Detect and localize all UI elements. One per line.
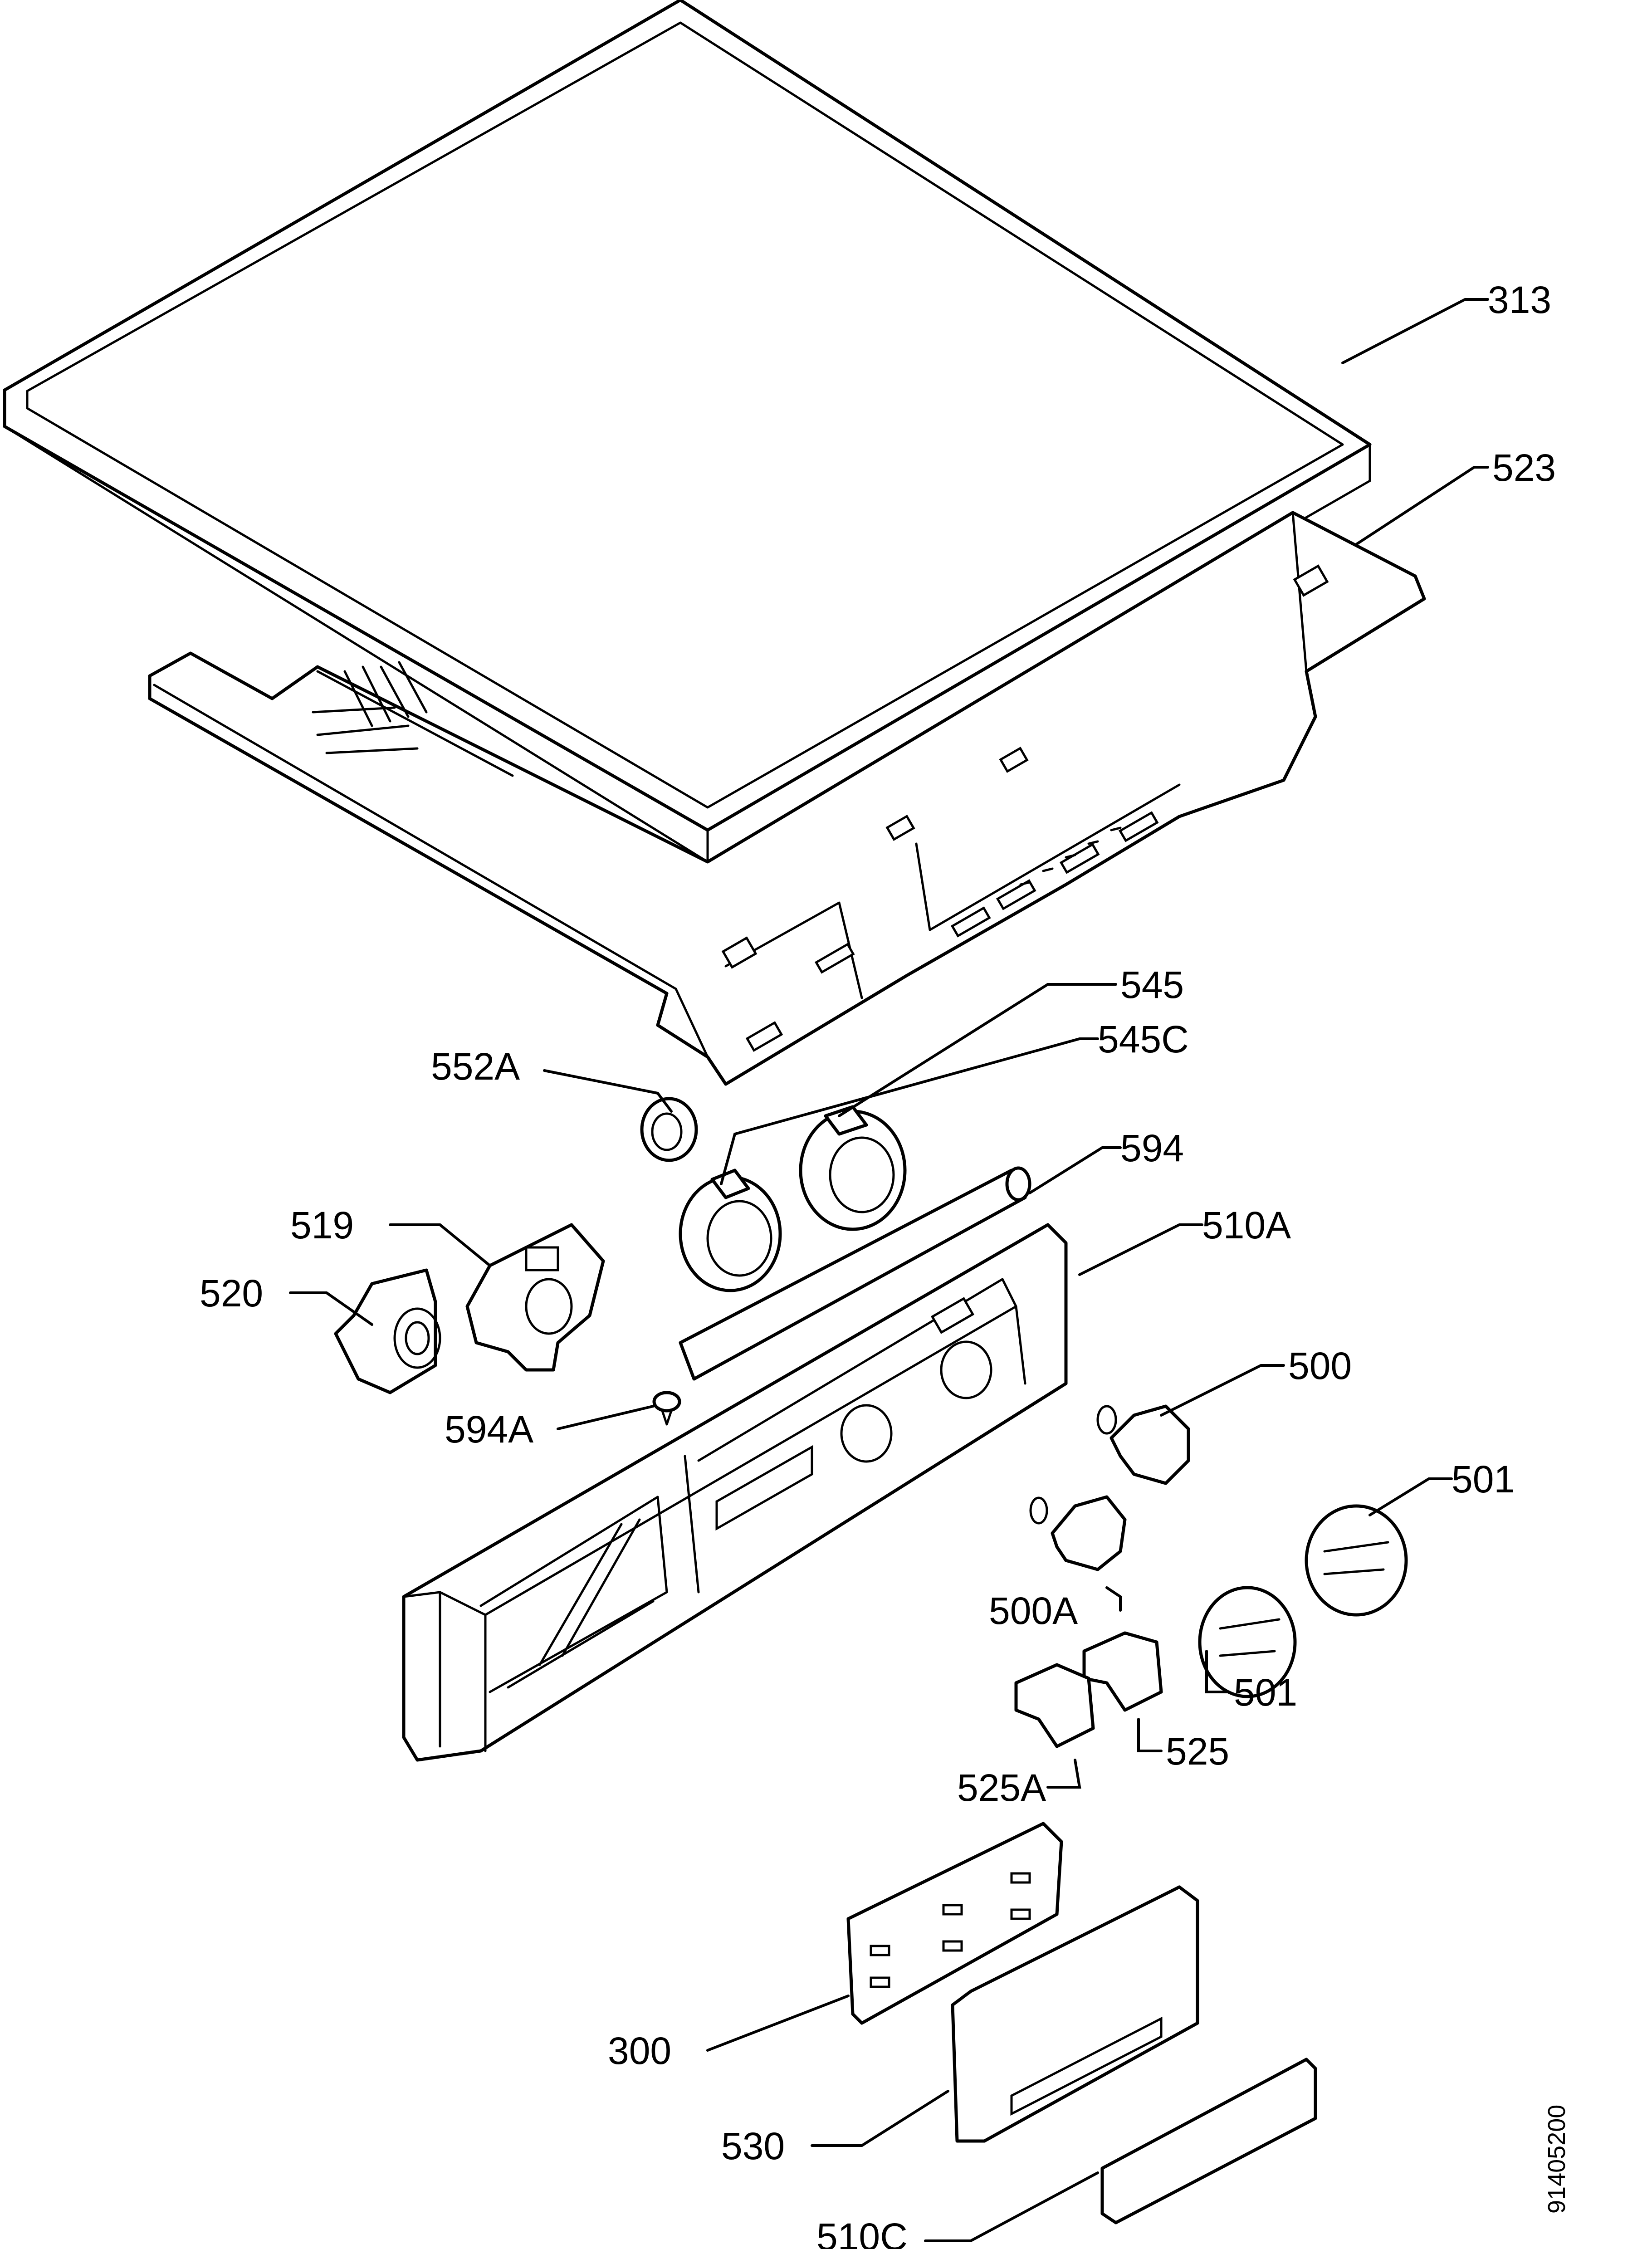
label-525A: 525A <box>957 1766 1046 1809</box>
part-500-knob-insert <box>1096 1404 1190 1485</box>
part-523-frame <box>148 511 1426 1086</box>
part-500A-knob-insert <box>1029 1495 1127 1571</box>
label-510A: 510A <box>1202 1204 1291 1247</box>
label-300: 300 <box>608 2029 671 2072</box>
part-520-selector <box>334 1268 441 1394</box>
part-530-handle <box>951 1885 1199 2143</box>
part-labels: 313 523 545 545C 552A 594 519 510A 520 5… <box>200 279 1570 2249</box>
label-594A: 594A <box>445 1408 533 1451</box>
label-523: 523 <box>1492 446 1556 489</box>
part-525A-button <box>1014 1663 1095 1748</box>
drawing-number: 91405200 <box>1543 2105 1570 2214</box>
part-510A-control-panel <box>402 1223 1068 1762</box>
label-530: 530 <box>721 2125 785 2167</box>
leader-lines <box>289 298 1489 2242</box>
label-594: 594 <box>1120 1127 1184 1169</box>
part-594A-screw <box>652 1391 681 1426</box>
part-519-selector <box>465 1223 605 1372</box>
part-501-knob-cap-upper <box>1305 1504 1408 1617</box>
label-510C: 510C <box>816 2215 908 2249</box>
label-500: 500 <box>1288 1345 1352 1387</box>
part-525-button <box>1082 1631 1163 1712</box>
part-510C-cover <box>1100 2058 1317 2225</box>
part-545C-knob-ring <box>799 1105 907 1231</box>
label-545: 545 <box>1120 963 1184 1006</box>
label-313: 313 <box>1488 279 1551 321</box>
label-501-lower: 501 <box>1234 1671 1297 1714</box>
part-300-bracket <box>846 1822 1063 2025</box>
label-545C: 545C <box>1098 1018 1189 1061</box>
part-501-knob-cap-lower <box>1198 1586 1297 1698</box>
label-501-upper: 501 <box>1452 1458 1515 1501</box>
part-594-tube <box>679 1166 1031 1381</box>
label-500A: 500A <box>989 1589 1078 1632</box>
label-525: 525 <box>1166 1730 1229 1773</box>
part-552A-ring <box>640 1097 698 1162</box>
label-520: 520 <box>200 1272 263 1315</box>
label-519: 519 <box>290 1204 354 1247</box>
part-545-knob-ring <box>679 1169 782 1292</box>
label-552A: 552A <box>431 1045 520 1088</box>
